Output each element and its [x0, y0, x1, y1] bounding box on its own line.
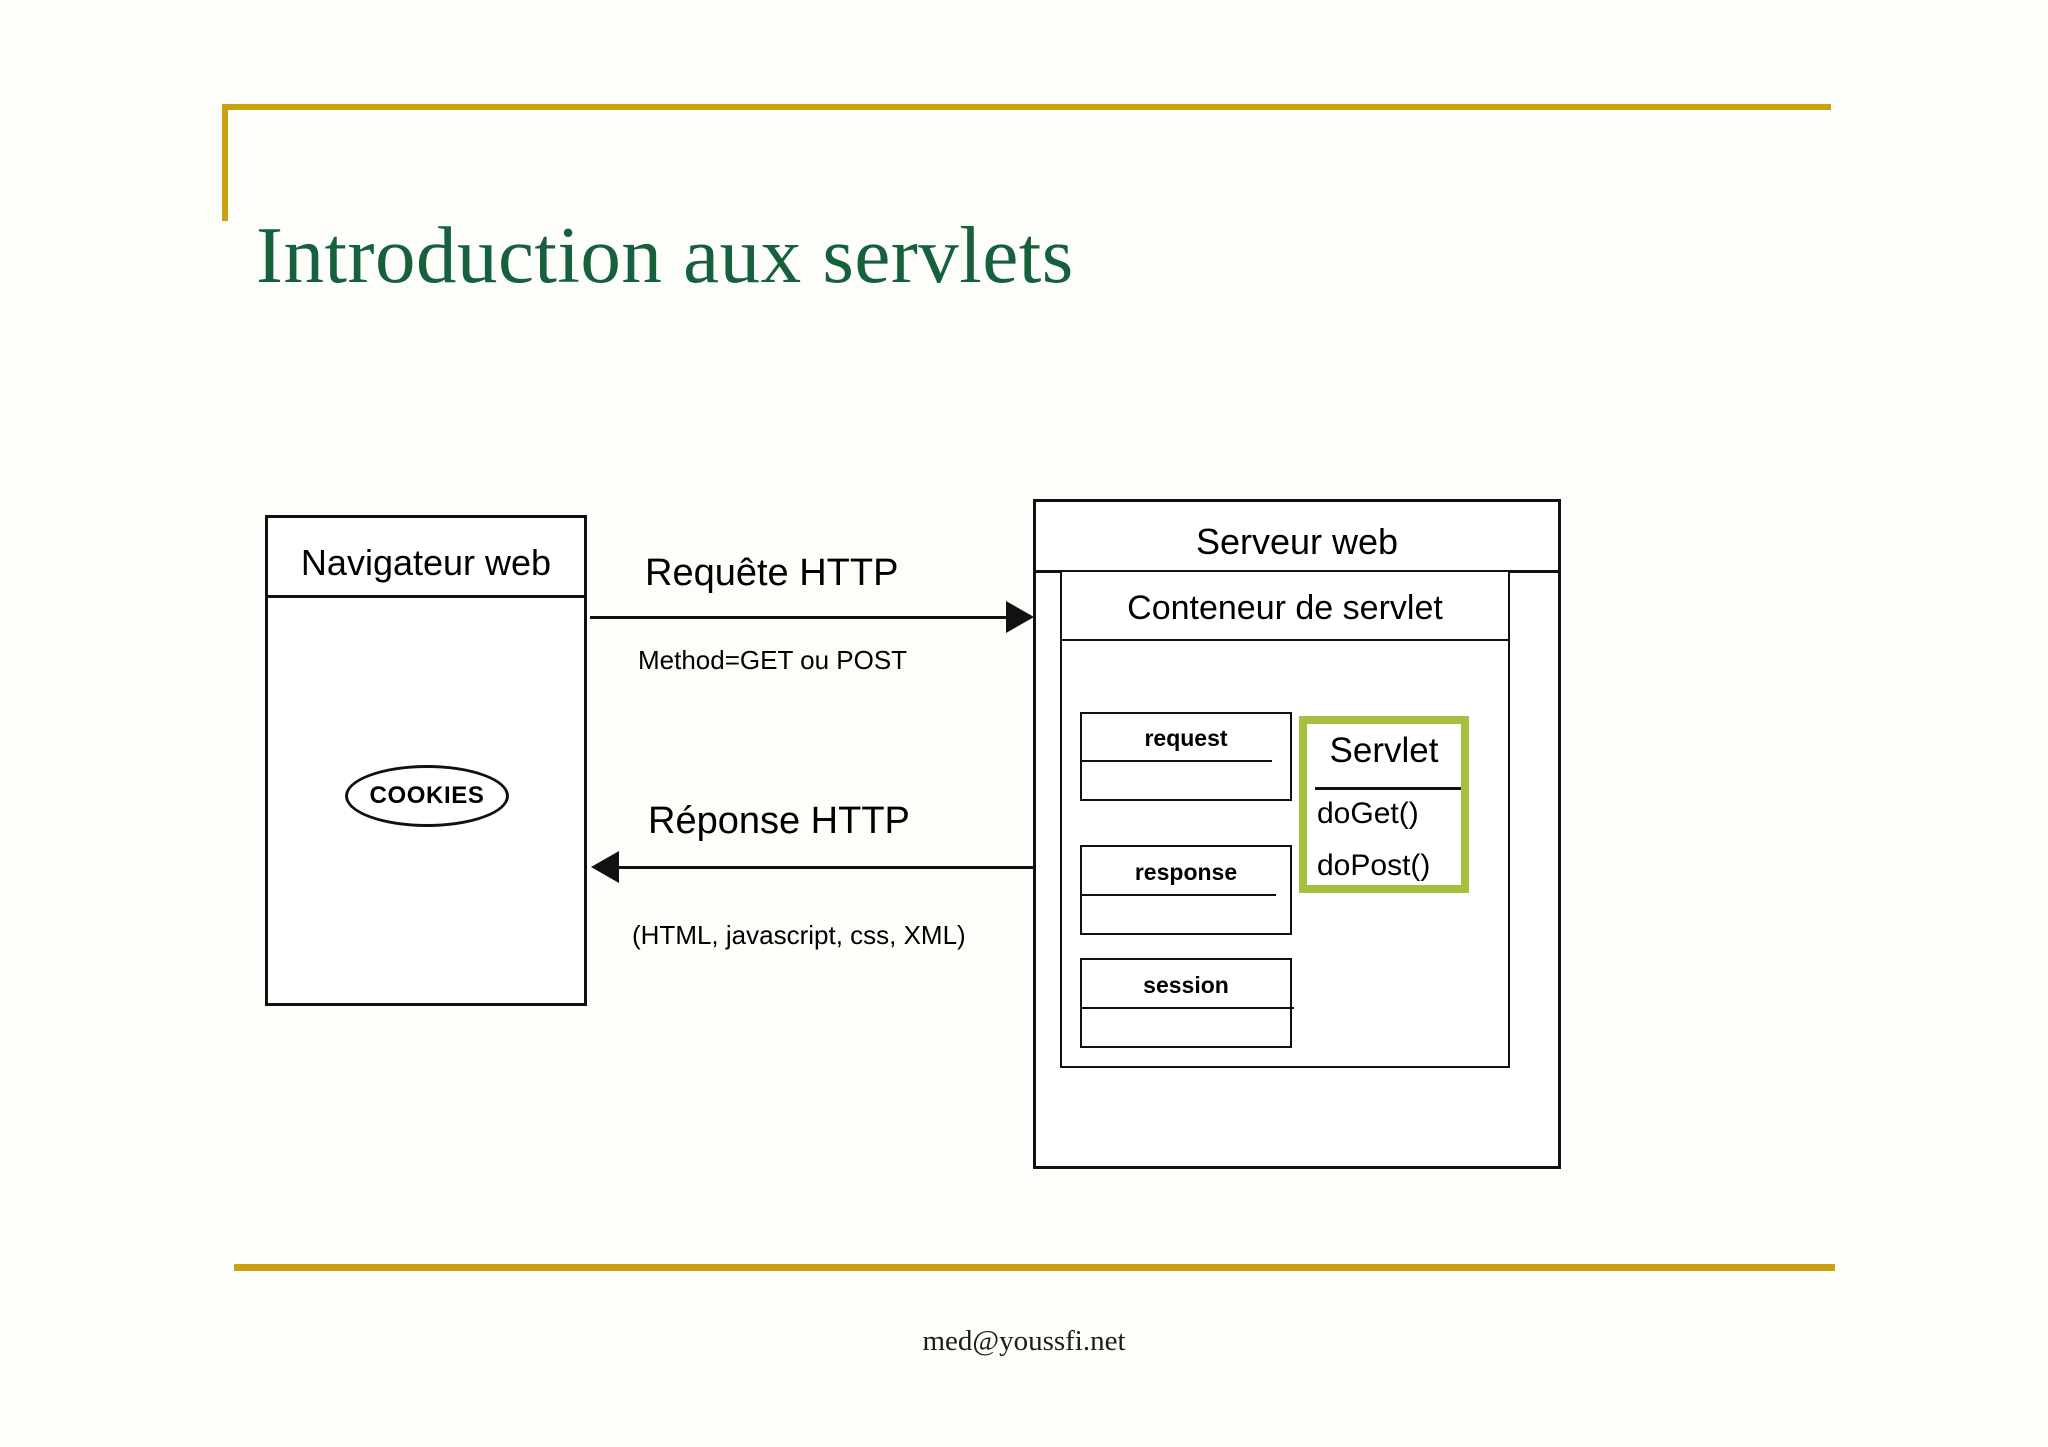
servlet-method-doget: doGet() [1317, 797, 1419, 830]
request-arrow-head-icon [1006, 601, 1034, 633]
request-object-box: request [1080, 712, 1292, 801]
response-arrow-line [597, 866, 1034, 869]
page-title: Introduction aux servlets [256, 210, 1074, 300]
servlet-class-title: Servlet [1329, 731, 1439, 770]
servlet-class-box: Servlet doGet() doPost() [1299, 716, 1469, 893]
request-flow-label: Requête HTTP [645, 552, 899, 594]
request-object-divider [1082, 760, 1272, 762]
session-object-divider [1082, 1007, 1294, 1009]
response-object-divider [1082, 894, 1276, 896]
servlet-method-dopost: doPost() [1317, 849, 1431, 882]
gold-bottom-rule [234, 1264, 1835, 1271]
session-object-label: session [1143, 972, 1229, 998]
request-object-label: request [1144, 725, 1228, 751]
cookies-label: COOKIES [369, 782, 485, 809]
conteneur-de-servlet-title: Conteneur de servlet [1127, 589, 1443, 627]
serveur-web-title: Serveur web [1195, 521, 1399, 562]
response-object-box: response [1080, 845, 1292, 935]
response-arrow-head-icon [591, 851, 619, 883]
navigateur-web-title: Navigateur web [300, 542, 552, 583]
cookies-ellipse: COOKIES [345, 765, 509, 827]
response-object-label: response [1134, 859, 1238, 885]
servlet-header-divider [1315, 787, 1461, 790]
footer-email: med@youssfi.net [922, 1325, 1126, 1357]
gold-top-rule [222, 104, 1831, 110]
request-arrow-line [590, 616, 1030, 619]
navigateur-header-divider [268, 595, 584, 598]
response-flow-sublabel: (HTML, javascript, css, XML) [632, 920, 966, 950]
conteneur-header-divider [1062, 639, 1508, 641]
navigateur-web-box: Navigateur web [265, 515, 587, 1006]
request-flow-sublabel: Method=GET ou POST [638, 645, 908, 675]
response-flow-label: Réponse HTTP [648, 800, 910, 842]
session-object-box: session [1080, 958, 1294, 1048]
gold-left-rule [222, 104, 228, 221]
